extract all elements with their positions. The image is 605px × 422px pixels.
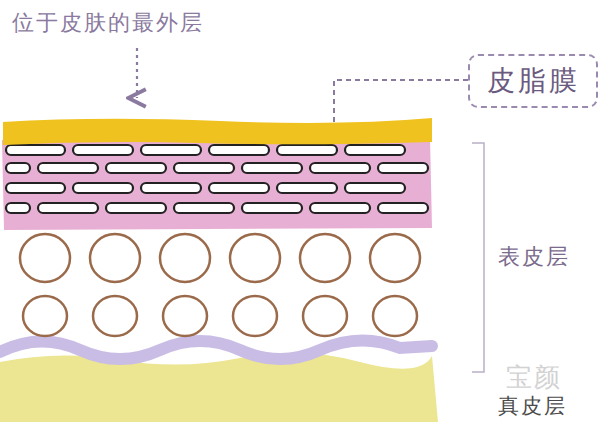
epidermis-bracket <box>472 143 484 372</box>
leader-line <box>334 80 468 122</box>
round-cell <box>23 296 67 336</box>
dermis-layer <box>0 353 438 422</box>
round-cell <box>300 234 350 282</box>
round-cells <box>20 234 420 336</box>
flat-cell <box>38 203 98 213</box>
round-cell <box>370 234 420 282</box>
basement-wave <box>0 340 432 359</box>
round-cell <box>90 234 140 282</box>
flat-cell <box>310 203 370 213</box>
flat-cell <box>141 183 201 193</box>
round-cell <box>233 296 277 336</box>
callout-box: 皮脂膜 <box>468 54 598 108</box>
flat-cell <box>209 145 269 155</box>
flat-cell <box>38 163 98 173</box>
flat-cell <box>106 203 166 213</box>
flat-cell <box>6 203 30 213</box>
watermark: 宝颜 <box>506 360 562 395</box>
flat-cell <box>6 163 30 173</box>
flat-cell <box>242 203 302 213</box>
flat-cell <box>378 163 428 173</box>
pointer-arrow <box>136 48 138 98</box>
flat-cell <box>310 163 370 173</box>
flat-cell <box>174 203 234 213</box>
flat-cell <box>209 183 269 193</box>
horny-layer <box>2 138 432 230</box>
flat-cells <box>6 145 428 213</box>
sebum-band <box>3 118 432 145</box>
flat-cell <box>106 163 166 173</box>
round-cell <box>230 234 280 282</box>
round-cell <box>373 296 417 336</box>
flat-cell <box>345 145 405 155</box>
flat-cell <box>141 145 201 155</box>
flat-cell <box>277 183 337 193</box>
round-cell <box>163 296 207 336</box>
flat-cell <box>378 203 428 213</box>
round-cell <box>160 234 210 282</box>
node-text: 皮脂膜 <box>487 62 580 100</box>
flat-cell <box>73 145 133 155</box>
position-note: 位于皮肤的最外层 <box>12 8 204 38</box>
flat-cell <box>345 183 405 193</box>
flat-cell <box>277 145 337 155</box>
flat-cell <box>73 183 133 193</box>
flat-cell <box>174 163 234 173</box>
layer-label: 表皮层 <box>498 242 570 272</box>
round-cell <box>303 296 347 336</box>
round-cell <box>20 234 70 282</box>
round-cell <box>93 296 137 336</box>
flat-cell <box>6 183 65 193</box>
layer-label: 真皮层 <box>498 392 567 420</box>
flat-cell <box>6 145 65 155</box>
flat-cell <box>242 163 302 173</box>
